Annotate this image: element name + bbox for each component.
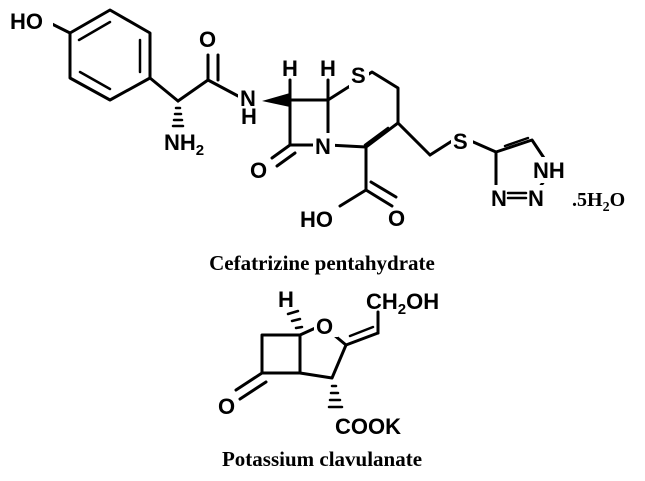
ring-double-bond [363, 126, 390, 147]
clavulanate-atom-labels: H O CH2OH O COOK [218, 287, 439, 439]
clavulanate-structure [234, 309, 380, 409]
atom-label-h1: H [282, 56, 298, 81]
phenyl-double-bond [77, 20, 112, 42]
bond-ketone [238, 380, 268, 401]
bond-ch2 [396, 121, 432, 157]
bond-lactam-co [270, 143, 292, 160]
atom-label-o-ketone: O [218, 394, 235, 419]
cefatrizine-atom-labels: HO O N H NH2 H H S N O S NH N N .5H2O HO… [8, 8, 625, 232]
atom-label-nh-triazole: NH [533, 158, 565, 183]
atom-label-n-ring: N [315, 134, 331, 159]
hashed-wedge [171, 106, 185, 128]
atom-label-nh2: NH2 [164, 130, 204, 159]
atom-label-h2: H [320, 56, 336, 81]
atom-label-ho: HO [10, 9, 43, 34]
atom-label-o-ring: O [316, 314, 333, 339]
hashed-wedge-cook [327, 384, 344, 409]
caption-clavulanate: Potassium clavulanate [222, 447, 422, 471]
triazole-ring [494, 138, 554, 200]
atom-label-ch2oh: CH2OH [366, 289, 439, 318]
atom-label-n: N [240, 86, 256, 111]
bond-ch2-s [428, 139, 454, 157]
bond-c-oh [338, 188, 368, 208]
bond-exo-double [344, 331, 380, 347]
bond-s-triazole [469, 139, 498, 154]
triazole-double-bond [503, 136, 530, 148]
atom-label-ho-acid: HO [300, 207, 333, 232]
hydrate-label: .5H2O [572, 189, 625, 215]
hashed-wedge-h [286, 309, 304, 330]
bond-amide-cn [206, 78, 240, 98]
bond-exo-double [348, 325, 375, 338]
atom-label-o-lactam: O [250, 158, 267, 183]
bond-ketone [234, 371, 264, 392]
bold-wedge [262, 93, 290, 107]
atom-label-o-amide: O [199, 27, 216, 52]
atom-label-s-ring: S [351, 63, 366, 88]
atom-label-o-acid: O [388, 206, 405, 231]
atom-label-n-triazole: N [491, 186, 507, 211]
bond-c-o [364, 188, 394, 208]
atom-label-cook: COOK [335, 414, 401, 439]
bond-c-o [369, 180, 398, 199]
bond-ho [50, 22, 72, 35]
caption-cefatrizine: Cefatrizine pentahydrate [209, 251, 435, 275]
four-membered-ring [260, 333, 302, 375]
atom-label-n-triazole-2: N [528, 186, 544, 211]
atom-label-s-chain: S [453, 129, 468, 154]
atom-label-h: H [278, 287, 294, 312]
phenyl-double-bond [78, 70, 112, 91]
atom-label-n-h: H [241, 104, 257, 129]
phenyl-ring [68, 8, 152, 102]
bond-lactam-co [275, 151, 297, 168]
cefatrizine-structure [50, 8, 554, 208]
bond-ring-alpha [148, 76, 180, 103]
bond-alpha-carbonyl [176, 78, 210, 103]
